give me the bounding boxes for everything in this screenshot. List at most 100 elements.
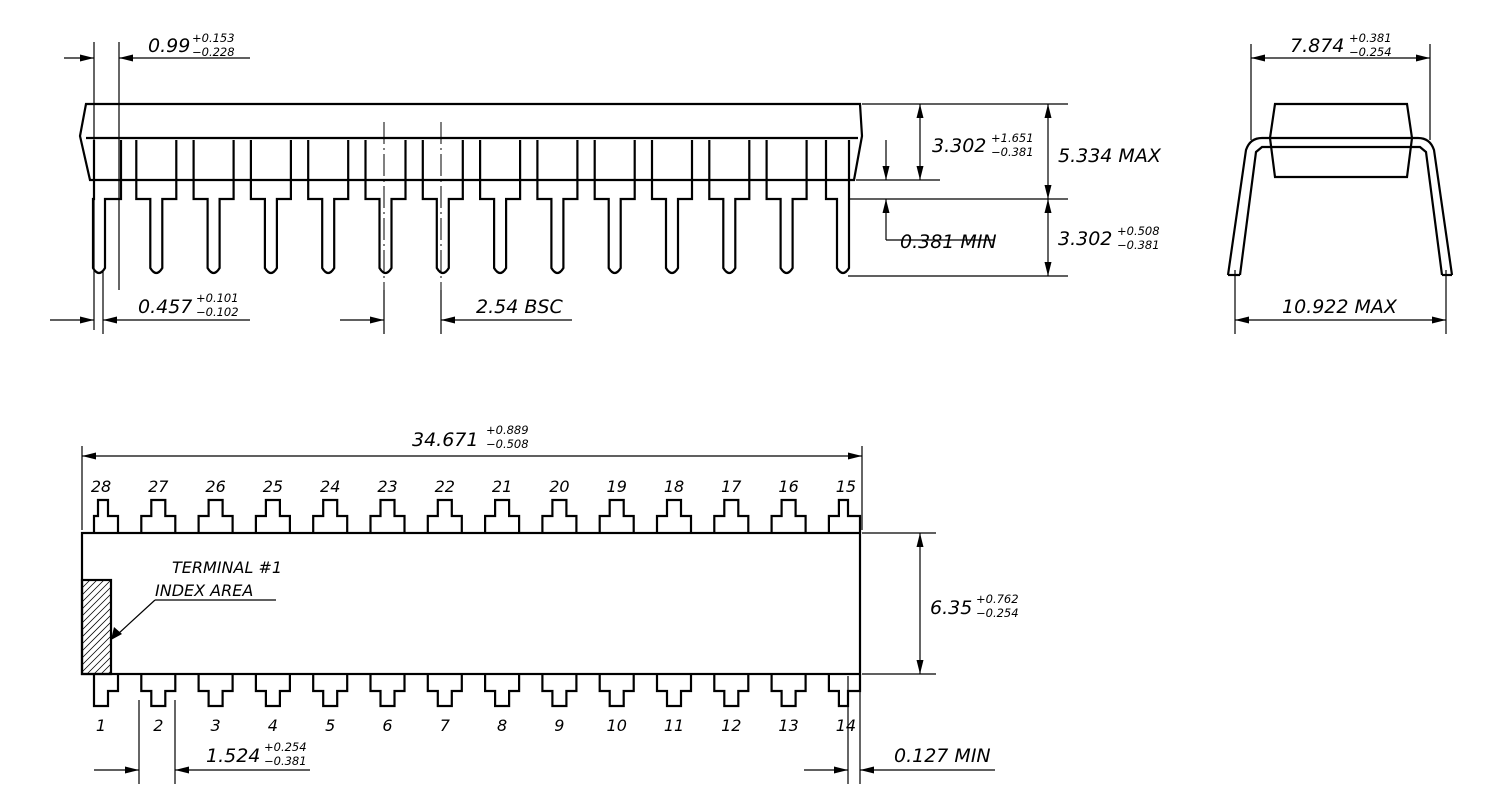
pin-label: 28: [91, 477, 111, 496]
dimension-lines: [50, 42, 1447, 784]
dim-tol-minus: −0.381: [264, 754, 307, 768]
pin-label: 18: [664, 477, 684, 496]
dim-tol-plus: +1.651: [991, 131, 1034, 145]
dim-value: 0.457: [138, 296, 192, 318]
pin-label: 25: [263, 477, 283, 496]
pin-label: 12: [721, 716, 741, 735]
front-lead: [249, 140, 292, 275]
top-lead-tab: [140, 498, 177, 533]
pin-label: 9: [554, 716, 564, 735]
pin-label: 13: [778, 716, 798, 735]
dim-value: 1.524: [206, 745, 260, 767]
bottom-lead-tab: [312, 674, 349, 708]
pin-label: 5: [325, 716, 335, 735]
bottom-lead-tab: [655, 674, 693, 708]
pin-label: 15: [836, 477, 856, 496]
dim-value: 3.302: [1058, 228, 1112, 250]
dim-tol-minus: −0.508: [486, 437, 529, 451]
bottom-lead-tab: [713, 674, 750, 708]
pin-label: 22: [435, 477, 455, 496]
dim-tol-plus: +0.762: [976, 592, 1019, 606]
dim-lead-length: 3.302 +0.508 −0.381: [1058, 224, 1160, 252]
top-lead-tab: [426, 498, 463, 533]
pin-label: 2: [153, 716, 163, 735]
bottom-lead-tab: [770, 674, 807, 708]
dim-value: 10.922 MAX: [1282, 296, 1398, 318]
pin-label: 26: [205, 477, 225, 496]
top-lead-tab: [197, 498, 234, 533]
bottom-lead-tab: [140, 674, 177, 708]
front-lead: [307, 140, 350, 275]
bottom-lead-tab: [254, 674, 291, 708]
top-lead-tab: [484, 498, 521, 533]
pin-label: 16: [778, 477, 798, 496]
pin-label: 11: [664, 716, 684, 735]
dim-value: 2.54 BSC: [476, 296, 563, 318]
dim-value: 0.381 MIN: [900, 231, 997, 253]
dim-tol-minus: −0.254: [1349, 45, 1392, 59]
front-lead: [91, 140, 123, 275]
dim-seated-height: 5.334 MAX: [1058, 145, 1162, 167]
dim-lead-tip-width: 0.99 +0.153 −0.228: [148, 31, 235, 59]
dim-package-width: 6.35 +0.762 −0.254: [930, 592, 1019, 620]
dim-shoulder-width: 1.524 +0.254 −0.381: [206, 740, 307, 768]
pin-label: 27: [148, 477, 169, 496]
dim-tol-minus: −0.254: [976, 606, 1019, 620]
index-note-line2: INDEX AREA: [155, 581, 253, 600]
front-lead: [192, 140, 235, 275]
top-lead-tab: [713, 498, 750, 533]
front-lead: [479, 140, 522, 275]
dim-standoff: 0.381 MIN: [900, 231, 997, 253]
dim-tol-plus: +0.889: [486, 423, 529, 437]
dim-tol-plus: +0.254: [264, 740, 307, 754]
dim-end-gap: 0.127 MIN: [894, 745, 991, 767]
pin-label: 8: [497, 716, 507, 735]
bottom-lead-tab: [426, 674, 463, 708]
pin-label: 3: [211, 716, 221, 735]
bottom-lead-tab: [541, 674, 578, 708]
dim-value: 0.127 MIN: [894, 745, 991, 767]
front-leads: [91, 140, 851, 275]
top-view-leads: [92, 498, 862, 708]
terminal-1-index-area: [80, 578, 113, 676]
pin-label: 17: [721, 477, 742, 496]
pin-label: 19: [607, 477, 627, 496]
front-view: [78, 102, 864, 290]
bottom-lead-tab: [92, 674, 120, 708]
top-lead-tab: [770, 498, 807, 533]
pin-label: 4: [268, 716, 278, 735]
pin-label: 24: [320, 477, 340, 496]
bottom-lead-tab: [598, 674, 635, 708]
pin-label: 10: [607, 716, 627, 735]
front-lead: [593, 140, 636, 275]
pin-label: 21: [492, 477, 512, 496]
index-note-line1: TERMINAL #1: [172, 558, 282, 577]
dim-pitch: 2.54 BSC: [476, 296, 563, 318]
top-lead-tab: [92, 498, 120, 533]
bottom-lead-tab: [197, 674, 234, 708]
front-lead: [135, 140, 178, 275]
bottom-lead-tab: [827, 674, 862, 708]
top-lead-tab: [598, 498, 635, 533]
dim-tol-plus: +0.508: [1117, 224, 1160, 238]
front-lead: [708, 140, 751, 275]
top-lead-tab: [541, 498, 578, 533]
top-lead-tab: [312, 498, 349, 533]
terminal-1-index-note: TERMINAL #1 INDEX AREA: [155, 558, 282, 600]
dim-value: 0.99: [148, 35, 190, 57]
dim-lead-width: 0.457 +0.101 −0.102: [138, 291, 239, 319]
dim-tol-plus: +0.101: [196, 291, 239, 305]
dim-value: 5.334 MAX: [1058, 145, 1162, 167]
dim-value: 7.874: [1290, 35, 1344, 57]
front-lead: [650, 140, 694, 275]
front-lead: [536, 140, 579, 275]
pin-label: 20: [549, 477, 569, 496]
dim-tol-minus: −0.381: [991, 145, 1034, 159]
top-lead-tab: [254, 498, 291, 533]
dim-tol-plus: +0.381: [1349, 31, 1392, 45]
pin-label: 6: [382, 716, 392, 735]
dim-package-length: 34.671 +0.889 −0.508: [412, 423, 529, 451]
dim-tol-minus: −0.381: [1117, 238, 1160, 252]
dim-lead-span: 10.922 MAX: [1282, 296, 1398, 318]
